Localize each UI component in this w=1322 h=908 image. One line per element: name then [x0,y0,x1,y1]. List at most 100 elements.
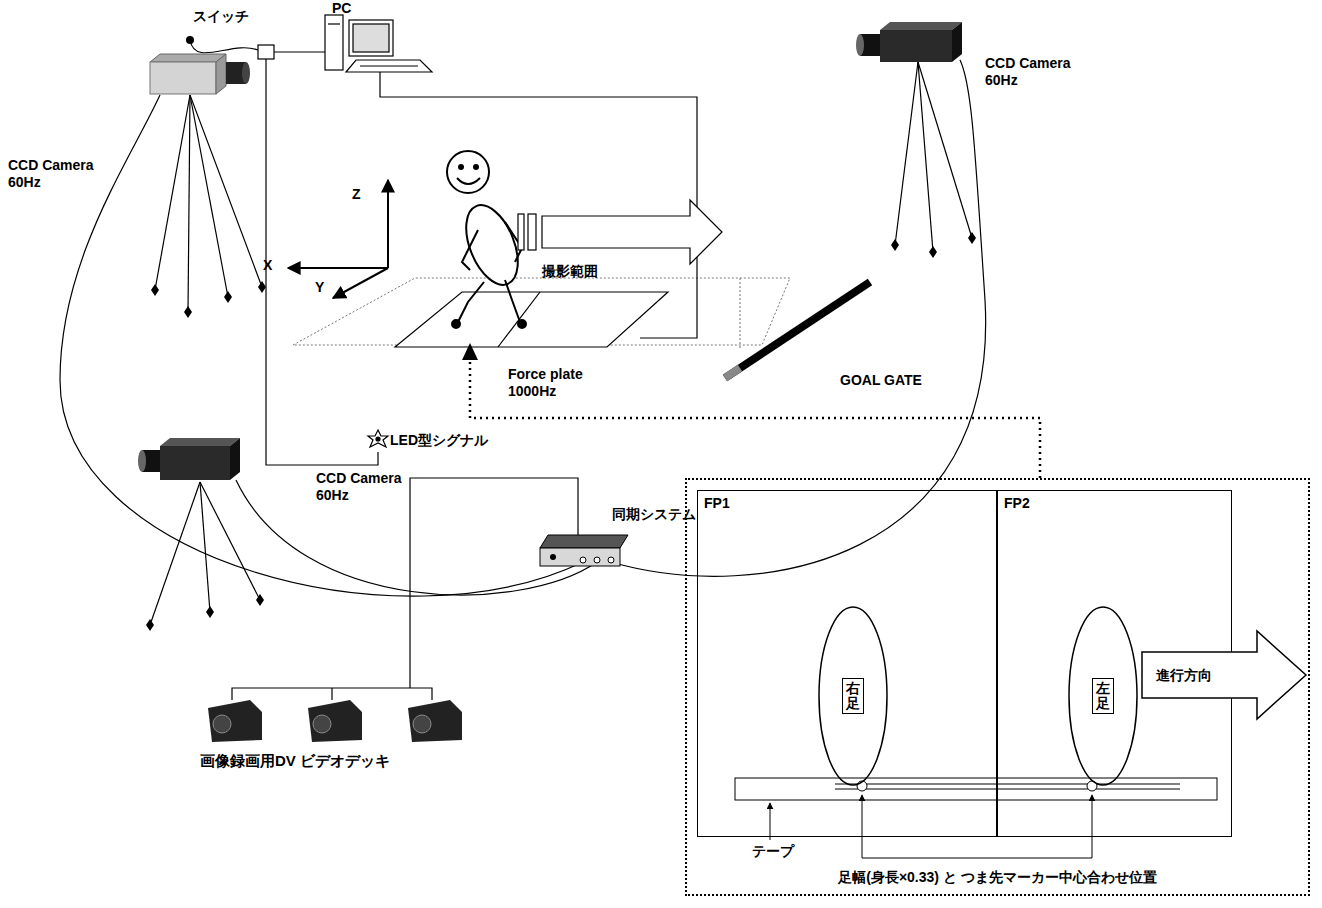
tape [835,784,1180,785]
force-plate-panel: FP1右足 [697,490,997,837]
subject-figure [505,280,520,322]
camera-label: CCD Camera 60Hz [8,157,104,191]
ccd-camera [138,450,146,472]
dv-video-deck [208,700,462,742]
sync-system [540,535,628,548]
foot-outline-text: 右足 [842,678,864,715]
ccd-camera [918,62,972,238]
ccd-camera [150,62,216,94]
pc [360,65,418,66]
sync-wire [60,60,986,700]
led-label: LED型シグナル [390,432,488,449]
switch-label: スイッチ [193,8,249,25]
range-label: 撮影範囲 [542,263,598,280]
inset-pointer-head [462,343,478,360]
ccd-camera [151,284,159,296]
signal-wire [266,59,378,465]
dv-video-deck [313,715,331,733]
camera-label: CCD Camera 60Hz [985,55,1085,89]
ccd-camera [242,62,250,84]
dimension-line [770,795,1092,858]
subject-figure [447,151,489,193]
coordinate-axes [387,180,389,268]
ccd-camera [151,281,266,318]
dv-video-deck [213,715,231,733]
foot-outline: 左足 [1068,606,1138,786]
pc [346,60,432,72]
ccd-camera [256,594,264,606]
tape-label: テープ [752,843,794,860]
force-plate-label: Force plate 1000Hz [508,366,604,400]
signal-wire [266,52,697,465]
dv-video-deck [413,715,431,733]
led-signal [376,437,380,441]
foot-outline-text: 左足 [1092,678,1114,715]
ccd-camera [968,232,976,244]
foot-ellipse [819,607,887,785]
ccd-camera [146,619,154,631]
ccd-camera [138,438,264,631]
inset-pointer [470,360,1040,478]
foot-outline: 右足 [818,606,888,786]
subject-figure [456,198,528,292]
inset-pointer [470,360,1040,478]
ccd-camera [150,54,266,318]
ccd-camera [895,62,918,245]
ccd-camera [895,62,972,252]
pc [325,15,343,70]
ccd-camera [929,246,937,258]
ccd-camera [155,95,262,312]
tape [835,789,1180,790]
ccd-camera [952,22,962,62]
ccd-camera [258,281,266,293]
switch [190,40,258,53]
subject-figure [458,282,484,322]
ccd-camera [856,34,864,56]
subject-figure [462,230,478,270]
coordinate-axes [288,267,388,269]
ccd-camera [918,62,933,252]
capture-arrow [518,214,524,250]
sync-system [594,557,600,563]
goal-gate [725,368,740,378]
ccd-camera [880,22,962,30]
deck-label: 画像録画用DV ビデオデッキ [200,752,390,770]
sync-wire [611,60,986,576]
dimension-line [862,795,863,858]
dv-video-deck [308,700,362,742]
subject-figure [518,320,526,328]
tape [735,778,1217,800]
force-plate [395,292,668,347]
dv-video-deck [408,700,462,742]
direction-arrow-text: 進行方向 [1156,667,1212,684]
tape [735,778,1217,800]
dimension-line [770,803,771,840]
sync-wire [60,95,583,596]
led-signal [368,430,388,447]
force-plate [395,292,668,347]
ccd-camera [146,594,264,631]
ccd-camera [190,95,228,297]
inset-panel: 足幅(身長×0.33) と つま先マーカー中心合わせ位置FP1右足FP2左足進行… [685,478,1310,896]
sync-system [540,548,620,566]
pc [349,20,393,56]
sync-wire [232,688,432,700]
goal-gate [725,282,870,378]
capture-range [293,278,790,350]
pc [325,15,432,72]
subject-figure [452,320,460,328]
dimension-line [1092,795,1093,858]
dv-video-deck [208,700,262,742]
sync-wire [410,478,578,688]
ccd-camera [155,95,190,290]
goal-gate [725,282,870,378]
toe-marker [857,781,1097,791]
ccd-camera [206,606,214,618]
capture-arrow [528,214,536,250]
subject-figure [457,178,480,184]
capture-arrow [542,200,722,264]
ccd-camera [188,95,190,312]
subject-figure [459,165,463,169]
pc [353,24,389,52]
